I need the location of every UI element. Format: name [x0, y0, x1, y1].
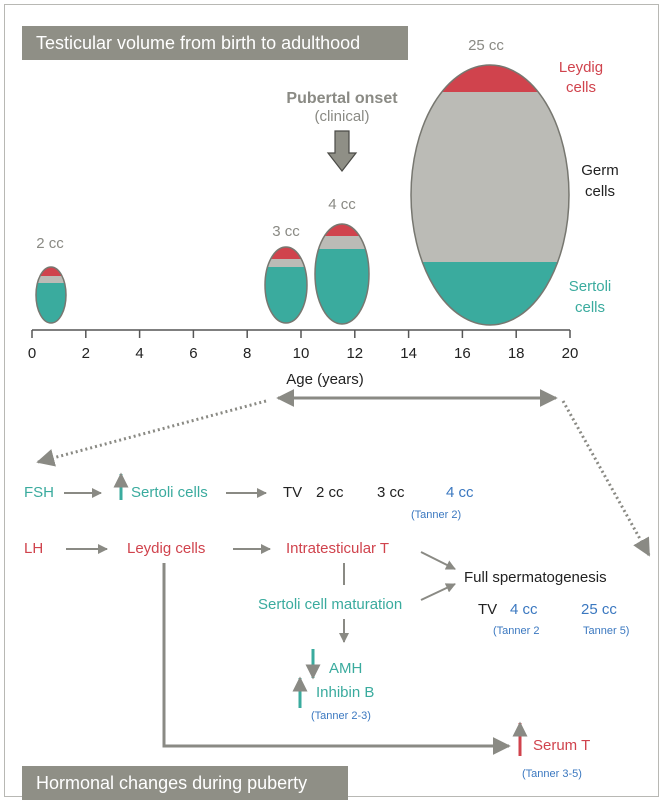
sertoli-cells-label: Sertoli cells	[131, 484, 208, 501]
germ-label-line1: Germ	[581, 162, 619, 179]
tv2-4cc: 4 cc	[510, 601, 538, 618]
volume-label-4cc: 4 cc	[328, 196, 356, 213]
tv-label: TV	[283, 484, 302, 501]
volume-label-3cc: 3 cc	[272, 223, 300, 240]
x-tick-label: 8	[243, 345, 251, 362]
x-tick-label: 20	[562, 345, 579, 362]
x-tick-label: 4	[135, 345, 143, 362]
sertoli-label-line1: Sertoli	[569, 278, 612, 295]
testis-4cc	[315, 224, 369, 324]
footer-banner: Hormonal changes during puberty	[22, 766, 348, 800]
x-axis-label: Age (years)	[286, 371, 364, 388]
dotted-arrow-left	[36, 399, 267, 467]
testis-4cc-outline	[314, 223, 370, 325]
lh-label: LH	[24, 540, 43, 557]
x-tick-label: 6	[189, 345, 197, 362]
tanner-2-open-label: (Tanner 2	[493, 625, 539, 637]
tanner-2-label: (Tanner 2)	[411, 509, 461, 521]
serum-t-label: Serum T	[533, 737, 590, 754]
x-tick-label: 16	[454, 345, 471, 362]
intratesticular-t-label: Intratesticular T	[286, 540, 389, 557]
inhibin-b-label: Inhibin B	[316, 684, 374, 701]
amh-label: AMH	[329, 660, 362, 677]
tv2-label: TV	[478, 601, 497, 618]
tv-3cc: 3 cc	[377, 484, 405, 501]
x-tick-label: 12	[346, 345, 363, 362]
fsh-label: FSH	[24, 484, 54, 501]
tv2-25cc: 25 cc	[581, 601, 617, 618]
sertoli-label-line2: cells	[575, 299, 605, 316]
leydig-label-line2: cells	[566, 79, 596, 96]
germ-label-line2: cells	[585, 183, 615, 200]
testis-3cc-outline	[264, 246, 308, 324]
header-banner: Testicular volume from birth to adulthoo…	[22, 26, 408, 60]
x-tick-label: 18	[508, 345, 525, 362]
x-tick-label: 0	[28, 345, 36, 362]
volume-label-25cc: 25 cc	[468, 37, 504, 54]
x-axis-ticks: 0 2 4 6 8 10 12 14 16 18 20	[28, 330, 579, 362]
leydig-cells-label: Leydig cells	[127, 540, 205, 557]
leydig-label-line1: Leydig	[559, 59, 603, 76]
full-spermatogenesis-label: Full spermatogenesis	[464, 569, 607, 586]
sertoli-maturation-label: Sertoli cell maturation	[258, 596, 402, 613]
pubertal-onset-subtitle: (clinical)	[314, 108, 369, 125]
tv-4cc: 4 cc	[446, 484, 474, 501]
volume-label-2cc: 2 cc	[36, 235, 64, 252]
leydig-to-serum-t-arrow	[162, 563, 511, 755]
x-tick-label: 14	[400, 345, 417, 362]
x-tick-label: 10	[293, 345, 310, 362]
tanner-3-5-label: (Tanner 3-5)	[522, 768, 582, 780]
tanner-5-close-label: Tanner 5)	[583, 625, 629, 637]
testis-adult-outline	[410, 64, 570, 326]
pubertal-onset-title: Pubertal onset	[286, 90, 398, 107]
testis-adult	[411, 65, 569, 325]
x-tick-label: 2	[82, 345, 90, 362]
dotted-arrow-right	[561, 400, 651, 557]
maturation-to-spermatogenesis-arrow	[420, 583, 456, 601]
pubertal-onset-arrow-icon	[326, 130, 358, 172]
tanner-2-3-label: (Tanner 2-3)	[311, 710, 371, 722]
tv-2cc: 2 cc	[316, 484, 344, 501]
testis-birth-outline	[35, 266, 67, 324]
t-to-spermatogenesis-arrow	[420, 551, 456, 570]
